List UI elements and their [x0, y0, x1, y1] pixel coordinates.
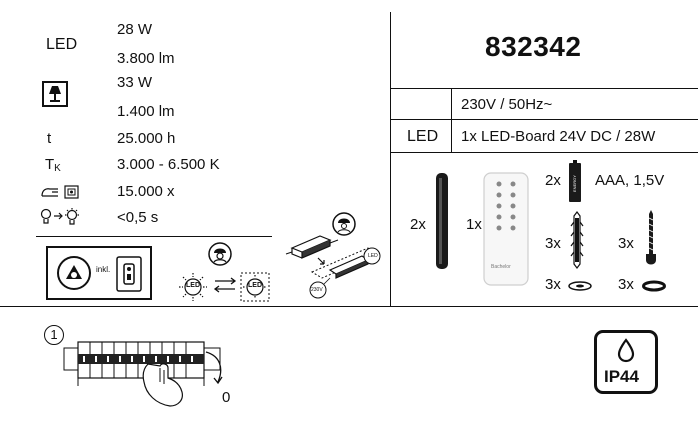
startup-value: <0,5 s	[117, 209, 159, 226]
ring-qty: 3x	[618, 276, 634, 293]
table-lamp-icon	[42, 81, 68, 107]
remote-brand: Bachelor	[491, 264, 511, 270]
led-left-label: LED	[186, 282, 200, 289]
screw-icon	[643, 210, 659, 268]
switch-cycles-icon	[40, 184, 84, 200]
left-lower-divider	[36, 236, 272, 237]
bulb-start-icon	[40, 208, 88, 226]
washer-icon	[568, 281, 592, 291]
driver-swap-icon: LED 230V	[282, 210, 386, 300]
color-temp-subscript: K	[54, 163, 61, 174]
step-number: 1	[50, 327, 58, 342]
voltage-value: 230V / 50Hz~	[461, 96, 553, 113]
driver-label: 230V	[311, 287, 323, 293]
right-cell-divider	[451, 88, 452, 152]
rubber-ring-icon	[642, 280, 666, 292]
screw-qty: 3x	[618, 235, 634, 252]
circuit-breaker-icon	[63, 338, 224, 408]
led-lumen: 3.800 lm	[117, 50, 175, 67]
right-divider-2	[390, 119, 698, 120]
dimmer-knob-icon	[54, 253, 94, 293]
technician-icon	[208, 242, 232, 266]
lamp-tube-icon	[435, 172, 449, 270]
battery-brand: ENERGY	[572, 175, 577, 192]
washer-qty: 3x	[545, 276, 561, 293]
battery-icon: ENERGY	[568, 160, 582, 202]
swap-arrows-icon	[213, 277, 237, 293]
color-temp-value: 3.000 - 6.500 K	[117, 156, 220, 173]
led-bulb-left-icon	[178, 272, 208, 302]
led-power: 28 W	[117, 21, 153, 38]
color-temp-label: TK	[45, 156, 61, 178]
water-drop-icon	[617, 338, 635, 363]
step-number-circle: 1	[44, 325, 64, 345]
led-board-value: 1x LED-Board 24V DC / 28W	[461, 128, 656, 145]
switching-value: 15.000 x	[117, 183, 175, 200]
remote-control-image: Bachelor	[483, 172, 529, 286]
led-label: LED	[46, 36, 78, 53]
bottom-horizontal-divider	[0, 306, 698, 307]
tube-qty: 2x	[410, 216, 426, 233]
remote-control-icon	[116, 256, 142, 292]
battery-qty: 2x	[545, 172, 561, 189]
off-value: 0	[222, 389, 231, 406]
main-vertical-divider	[390, 12, 391, 307]
electrical-led-label: LED	[407, 128, 439, 145]
ip-rating-badge: IP44	[594, 330, 658, 394]
inkl-label: inkl.	[96, 265, 111, 274]
led-right-label: LED	[248, 282, 262, 289]
lamp-power: 33 W	[117, 74, 153, 91]
right-divider-1	[390, 88, 698, 89]
lamp-lumen: 1.400 lm	[117, 103, 175, 120]
module-label: LED	[368, 253, 378, 259]
switch-off-arrow-icon	[204, 350, 226, 386]
right-divider-3	[390, 152, 698, 153]
wall-dowel-icon	[570, 211, 584, 269]
led-bulb-right-icon	[240, 272, 270, 302]
remote-qty: 1x	[466, 216, 482, 233]
battery-type: AAA, 1,5V	[595, 172, 665, 189]
lifetime-label: t	[47, 130, 52, 147]
dowel-qty: 3x	[545, 235, 561, 252]
color-temp-letter: T	[45, 156, 55, 173]
lifetime-value: 25.000 h	[117, 130, 176, 147]
ip-rating-label: IP44	[604, 367, 639, 386]
article-number: 832342	[485, 31, 582, 62]
remote-dimmer-panel: inkl.	[46, 246, 152, 300]
